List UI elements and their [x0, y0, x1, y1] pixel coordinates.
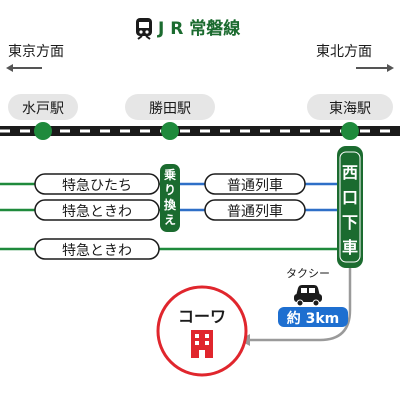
station-tokai: 東海駅	[307, 94, 393, 120]
station-dot-mito	[34, 122, 52, 140]
express-label-text: 特急ときわ	[62, 243, 132, 259]
station-dot-tokai	[341, 122, 359, 140]
transfer-badge: 乗 り 換 え	[160, 164, 180, 232]
taxi-label: タクシー	[286, 267, 330, 280]
exit-char: 下	[342, 213, 358, 232]
transfer-char: え	[164, 213, 176, 227]
arrow-left-icon	[6, 64, 42, 72]
destination-name: コーワ	[178, 307, 226, 326]
transfer-char: り	[164, 183, 176, 197]
station-label: 勝田駅	[149, 101, 191, 117]
express-label-hitachi: 特急ひたち	[34, 173, 160, 195]
exit-char: 口	[342, 188, 358, 207]
distance-text: 約 3km	[287, 310, 340, 327]
local-label-2: 普通列車	[204, 199, 306, 221]
exit-badge: 西 口 下 車	[337, 146, 363, 268]
express-label-text: 特急ときわ	[62, 204, 132, 220]
railway-track	[0, 126, 400, 136]
line-title: J R 常磐線	[157, 18, 240, 39]
train-icon	[136, 18, 152, 40]
station-mito: 水戸駅	[8, 94, 78, 120]
exit-char: 車	[342, 238, 358, 257]
express-label-tokiwa-1: 特急ときわ	[34, 199, 160, 221]
direction-right-label: 東北方面	[316, 44, 372, 60]
transfer-char: 換	[164, 197, 177, 212]
express-label-text: 特急ひたち	[62, 178, 132, 194]
destination-marker: コーワ	[156, 285, 248, 377]
taxi-route-line	[245, 268, 352, 342]
arrow-right-icon	[356, 64, 394, 72]
local-label-1: 普通列車	[204, 173, 306, 195]
station-dot-katsuta	[161, 122, 179, 140]
express-label-tokiwa-2: 特急ときわ	[34, 238, 160, 260]
station-label: 水戸駅	[22, 101, 64, 117]
station-label: 東海駅	[329, 101, 371, 117]
distance-badge: 約 3km	[278, 307, 348, 327]
exit-char: 西	[342, 163, 358, 182]
transfer-char: 乗	[164, 168, 176, 182]
station-katsuta: 勝田駅	[125, 94, 215, 120]
car-icon	[294, 285, 322, 307]
local-label-text: 普通列車	[227, 177, 283, 194]
direction-left-label: 東京方面	[8, 44, 64, 60]
local-label-text: 普通列車	[227, 203, 283, 220]
building-icon	[191, 330, 213, 358]
